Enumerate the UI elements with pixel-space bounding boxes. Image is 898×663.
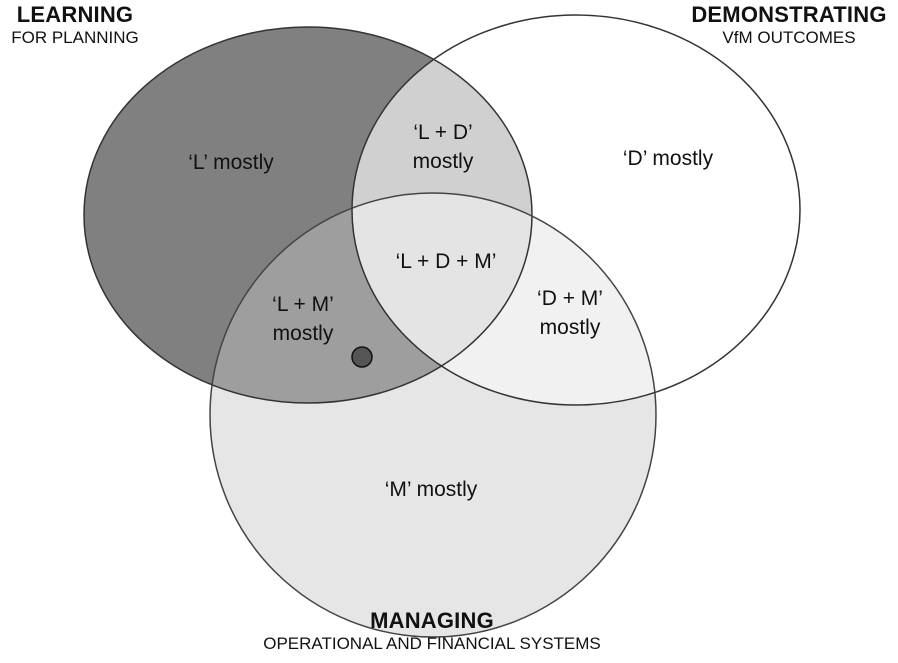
header-demonstrating-subtitle: VfM OUTCOMES xyxy=(722,28,856,47)
region-ld-line-1: ‘L + D’ xyxy=(413,121,473,144)
region-dm-line-1: ‘D + M’ xyxy=(537,287,603,310)
header-learning-title: LEARNING xyxy=(16,2,134,27)
learning-outline xyxy=(83,26,533,404)
region-m-line-1: ‘M’ mostly xyxy=(384,478,478,501)
region-d-label: ‘D’ mostly xyxy=(588,144,748,173)
region-ld-label: ‘L + D’ mostly xyxy=(383,118,503,176)
header-learning-subtitle: FOR PLANNING xyxy=(11,28,139,47)
region-ldm-label: ‘L + D + M’ xyxy=(366,247,526,276)
region-lm-label: ‘L + M’ mostly xyxy=(243,290,363,348)
position-marker xyxy=(351,346,373,368)
header-managing-title: MANAGING xyxy=(370,608,494,633)
region-dm-label: ‘D + M’ mostly xyxy=(510,284,630,342)
managing-outline xyxy=(209,192,657,638)
region-lm-line-2: mostly xyxy=(272,322,334,345)
region-ldm-line-1: ‘L + D + M’ xyxy=(395,250,497,273)
region-m-label: ‘M’ mostly xyxy=(351,475,511,504)
header-demonstrating: DEMONSTRATING VfM OUTCOMES xyxy=(680,2,898,48)
header-managing-subtitle: OPERATIONAL AND FINANCIAL SYSTEMS xyxy=(263,634,601,653)
overlap-l-m xyxy=(210,193,532,403)
region-l-line-1: ‘L’ mostly xyxy=(188,151,274,174)
region-l-label: ‘L’ mostly xyxy=(151,148,311,177)
overlap-l-d-m xyxy=(352,193,532,403)
region-lm-line-1: ‘L + M’ xyxy=(272,293,334,316)
header-demonstrating-title: DEMONSTRATING xyxy=(691,2,887,27)
region-ld-line-2: mostly xyxy=(412,150,474,173)
header-learning: LEARNING FOR PLANNING xyxy=(0,2,150,48)
region-d-line-1: ‘D’ mostly xyxy=(622,147,714,170)
header-managing: MANAGING OPERATIONAL AND FINANCIAL SYSTE… xyxy=(200,608,664,654)
region-dm-line-2: mostly xyxy=(539,316,601,339)
demonstrating-outline xyxy=(351,14,801,406)
